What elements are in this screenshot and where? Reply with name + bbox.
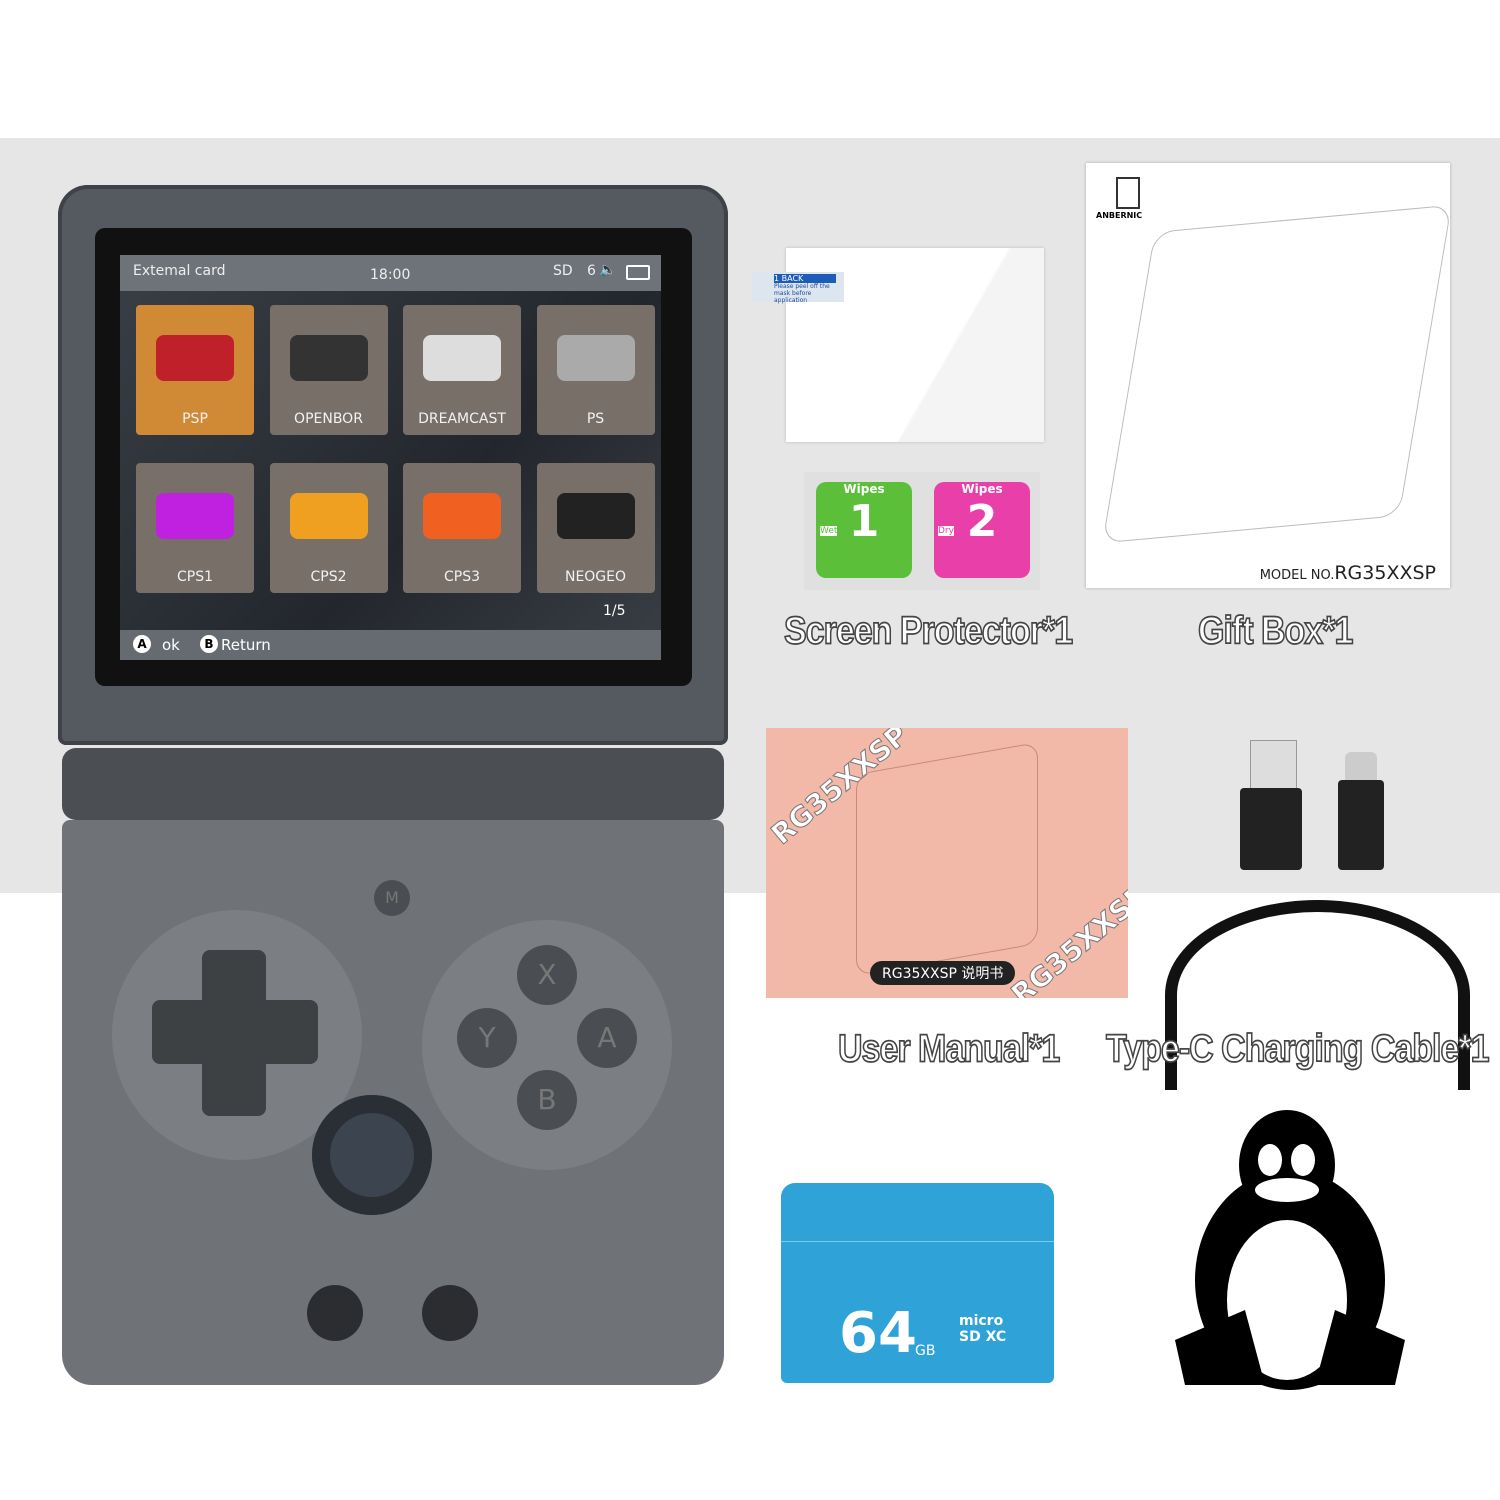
sticker-note: Please peel off the mask before applicat… <box>774 283 830 304</box>
usb-a-connector <box>1250 740 1297 792</box>
volume-level: 6 <box>587 263 596 279</box>
system-tile-dreamcast[interactable]: DREAMCAST <box>403 305 521 435</box>
select-button[interactable] <box>307 1285 363 1341</box>
wipe-number: 2 <box>966 496 998 547</box>
caption-user-manual: User Manual*1 <box>837 1026 1061 1071</box>
wipe-tag: Dry <box>938 526 954 536</box>
wipe-dry: Wipes 2 Dry <box>934 482 1030 578</box>
model-number: MODEL NO.RG35XXSP <box>1260 562 1436 584</box>
console-icon <box>289 335 368 381</box>
wipe-wet: Wipes 1 Wet <box>816 482 912 578</box>
system-tile-neogeo[interactable]: NEOGEO <box>536 463 655 593</box>
console-icon <box>556 493 635 539</box>
usb-c-housing <box>1338 780 1384 870</box>
usb-a-housing <box>1240 788 1302 870</box>
start-button[interactable] <box>422 1285 478 1341</box>
console-icon <box>289 493 368 539</box>
device-screen: Extemal card 18:00 SD 6 🔈 PSP OPENBOR DREA… <box>120 255 661 660</box>
device-base: X Y A B M <box>62 820 724 1385</box>
microsd-card: 64 GB micro SD XC <box>781 1183 1054 1383</box>
console-icon <box>156 493 234 539</box>
protector-sticker: 1 BACK Please peel off the mask before a… <box>752 272 844 304</box>
system-tile-cps1[interactable]: CPS1 <box>136 463 254 593</box>
device-outline-drawing <box>1102 204 1452 544</box>
b-button[interactable]: B <box>517 1070 577 1130</box>
tile-label: PS <box>586 411 605 427</box>
page-indicator: 1/5 <box>603 603 626 619</box>
system-tile-openbor[interactable]: OPENBOR <box>269 305 388 435</box>
card-unit: GB <box>915 1343 936 1359</box>
b-button-glyph: B <box>200 635 218 653</box>
battery-icon <box>626 265 650 280</box>
gift-box: ANBERNIC MODEL NO.RG35XXSP <box>1086 163 1452 588</box>
device-hinge <box>62 748 724 820</box>
tile-label: OPENBOR <box>294 411 363 427</box>
joystick[interactable] <box>312 1095 432 1215</box>
console-icon <box>423 493 501 539</box>
console-icon <box>156 335 234 381</box>
card-capacity: 64 <box>839 1301 917 1366</box>
tile-label: CPS2 <box>310 569 347 585</box>
wipe-tag: Wet <box>820 526 838 536</box>
sticker-label: 1 BACK <box>774 274 836 283</box>
tile-label: CPS3 <box>443 569 480 585</box>
model-prefix: MODEL NO. <box>1259 568 1335 583</box>
status-bar: Extemal card 18:00 SD 6 🔈 <box>120 255 661 291</box>
caption-cable: Type-C Charging Cable*1 <box>1105 1026 1490 1071</box>
model-value: RG35XXSP <box>1334 562 1436 584</box>
microsd-xc-logo: micro SD XC <box>959 1313 1007 1345</box>
manual-title: RG35XXSP 说明书 <box>870 961 1016 985</box>
return-hint: Return <box>221 636 271 654</box>
system-tile-psp[interactable]: PSP <box>136 305 254 435</box>
wipe-number: 1 <box>848 496 880 547</box>
a-button[interactable]: A <box>577 1008 637 1068</box>
ok-hint: ok <box>162 636 180 654</box>
anbernic-logo <box>1116 177 1140 209</box>
clock: 18:00 <box>370 267 411 283</box>
system-tile-ps[interactable]: PS <box>536 305 655 435</box>
dpad-horizontal <box>152 1000 318 1064</box>
device-outline-drawing <box>856 741 1038 977</box>
brand-name: ANBERNIC <box>1096 211 1143 220</box>
menu-button[interactable]: M <box>374 880 410 916</box>
tile-label: NEOGEO <box>564 569 627 585</box>
system-tile-cps2[interactable]: CPS2 <box>269 463 388 593</box>
usb-c-connector <box>1345 752 1377 782</box>
hint-bar: A ok B Return <box>120 630 661 660</box>
caption-gift-box: Gift Box*1 <box>1197 608 1354 653</box>
tile-label: PSP <box>182 411 208 427</box>
console-icon <box>556 335 635 381</box>
card-divider <box>781 1241 1054 1242</box>
cleaning-wipes: Wipes 1 Wet Wipes 2 Dry <box>804 472 1040 590</box>
linux-penguin-icon <box>1175 1110 1405 1390</box>
system-tile-cps3[interactable]: CPS3 <box>403 463 521 593</box>
tile-label: CPS1 <box>176 569 213 585</box>
caption-screen-protector: Screen Protector*1 <box>783 608 1074 653</box>
console-icon <box>423 335 501 381</box>
wipe-title: Wipes <box>843 482 885 496</box>
x-button[interactable]: X <box>517 945 577 1005</box>
storage-label: Extemal card <box>133 263 226 279</box>
wipe-title: Wipes <box>961 482 1003 496</box>
speaker-icon: 🔈 <box>599 262 617 278</box>
tile-label: DREAMCAST <box>418 411 506 427</box>
y-button[interactable]: Y <box>457 1008 517 1068</box>
user-manual: RG35XXSP RG35XXSP RG35XXSP 说明书 <box>766 728 1128 998</box>
sd-indicator: SD <box>553 263 573 279</box>
a-button-glyph: A <box>133 635 151 653</box>
